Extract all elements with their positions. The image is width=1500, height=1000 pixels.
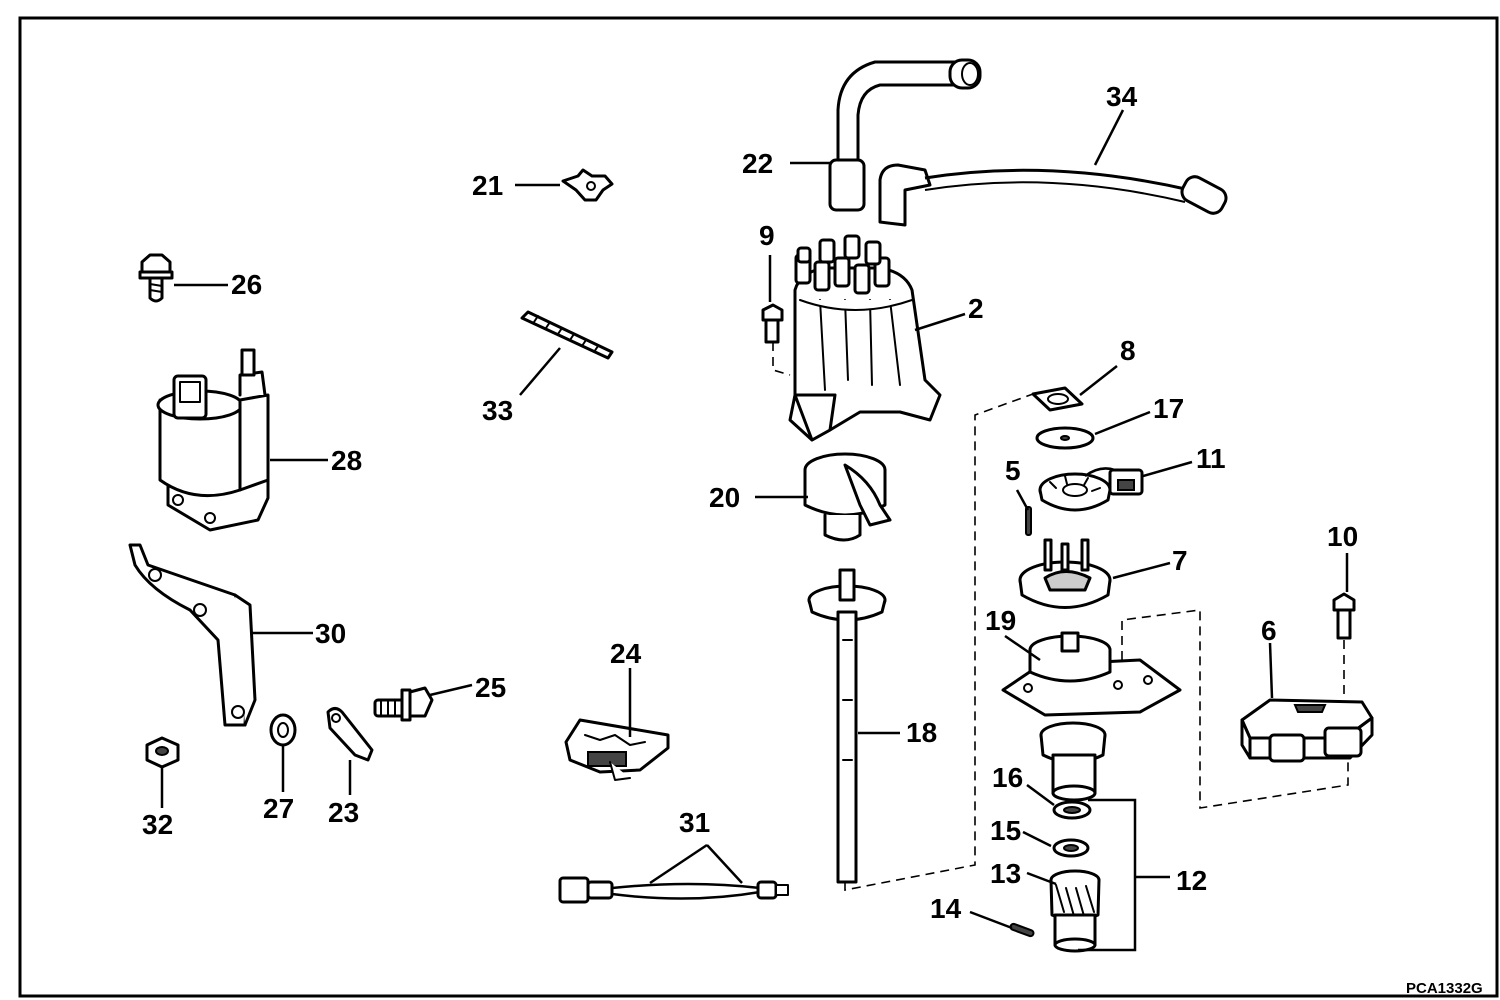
- part-11-pickup-coil: [1038, 467, 1144, 512]
- callout-28: 28: [331, 445, 362, 476]
- part-28-ignition-coil: [156, 348, 270, 532]
- callout-9: 9: [759, 220, 775, 251]
- group-brackets: [649, 798, 1170, 952]
- callout-23: 23: [328, 797, 359, 828]
- callout-14: 14: [930, 893, 962, 924]
- callout-2: 2: [968, 293, 984, 324]
- part-14-pin: [1009, 922, 1035, 938]
- callout-18: 18: [906, 717, 937, 748]
- callout-5: 5: [1005, 455, 1021, 486]
- callout-16: 16: [992, 762, 1023, 793]
- diagram-border: [18, 16, 1499, 998]
- part-7-pole-piece: [1018, 538, 1112, 609]
- part-8-gasket: [1031, 386, 1084, 412]
- callout-22: 22: [742, 148, 773, 179]
- part-10-screw: [1332, 592, 1356, 640]
- part-15-washer: [1052, 838, 1090, 858]
- part-32-nut: [145, 736, 180, 769]
- callout-24: 24: [610, 638, 642, 669]
- part-33-retainer: [520, 310, 614, 360]
- part-2-distributor-cap: [788, 234, 942, 442]
- callout-19: 19: [985, 605, 1016, 636]
- part-21-clip: [561, 168, 614, 202]
- part-16-washer: [1052, 800, 1092, 820]
- callout-34: 34: [1106, 81, 1138, 112]
- part-34-spark-plug-wire: [878, 163, 1228, 227]
- alignment-lines: [772, 342, 1349, 891]
- part-19-plate: [1001, 631, 1182, 717]
- part-26-screw: [138, 253, 174, 303]
- part-22-spark-plug-wire: [828, 58, 982, 212]
- callout-27: 27: [263, 793, 294, 824]
- part-5-key: [1025, 506, 1032, 536]
- part-13-gear: [1049, 869, 1101, 953]
- callout-31: 31: [679, 807, 710, 838]
- callout-11: 11: [1196, 443, 1226, 474]
- part-30-bracket: [128, 543, 257, 727]
- callout-6: 6: [1261, 615, 1277, 646]
- callout-15: 15: [990, 815, 1021, 846]
- part-18-shaft: [807, 568, 887, 884]
- callout-17: 17: [1153, 393, 1184, 424]
- drawing-code: PCA1332G: [1406, 980, 1483, 997]
- callout-32: 32: [142, 809, 173, 840]
- leader-lines: [160, 109, 1349, 930]
- part-23-terminal: [326, 707, 374, 762]
- callout-26: 26: [231, 269, 262, 300]
- callout-30: 30: [315, 618, 346, 649]
- part-25-bolt: [373, 686, 434, 722]
- callout-25: 25: [475, 672, 506, 703]
- callout-labels: 2 5 6 7 8 9 10 11 12 13 14 15 16 17 18 1…: [142, 81, 1358, 924]
- part-24-connector: [564, 718, 670, 781]
- callout-20: 20: [709, 482, 740, 513]
- part-20-rotor: [803, 452, 892, 542]
- part-9-screw: [761, 303, 784, 344]
- callout-33: 33: [482, 395, 513, 426]
- part-6-module: [1240, 698, 1374, 763]
- callout-7: 7: [1172, 545, 1188, 576]
- callout-21: 21: [472, 170, 503, 201]
- callout-13: 13: [990, 858, 1021, 889]
- part-31-harness: [558, 876, 789, 904]
- part-27-washer: [269, 713, 297, 747]
- callout-12: 12: [1176, 865, 1207, 896]
- part-12-housing: [1039, 721, 1107, 802]
- part-17-shim: [1035, 426, 1095, 450]
- callout-10: 10: [1327, 521, 1358, 552]
- callout-8: 8: [1120, 335, 1136, 366]
